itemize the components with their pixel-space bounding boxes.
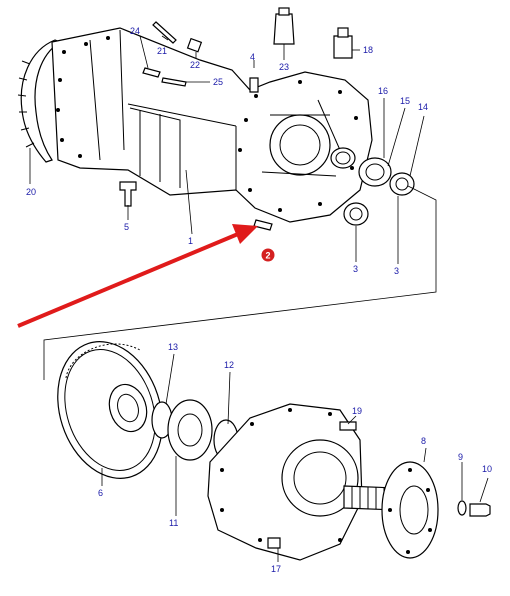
final-drive-assembly xyxy=(57,341,491,561)
assembly-connector-line xyxy=(43,185,437,380)
label-25: 25 xyxy=(213,77,223,87)
label-2: 2 xyxy=(265,251,270,261)
callout-labels: 20 5 1 24 21 22 25 4 23 18 16 15 14 3 3 … xyxy=(26,26,492,574)
label-16: 16 xyxy=(378,86,388,96)
top-small-parts xyxy=(119,7,415,231)
label-20: 20 xyxy=(26,187,36,197)
label-22: 22 xyxy=(190,60,200,70)
highlight-arrow xyxy=(17,224,258,328)
label-21: 21 xyxy=(157,46,167,56)
label-13: 13 xyxy=(168,342,178,352)
label-17: 17 xyxy=(271,564,281,574)
label-19: 19 xyxy=(352,406,362,416)
label-12: 12 xyxy=(224,360,234,370)
label-11: 11 xyxy=(169,518,178,528)
label-15: 15 xyxy=(400,96,410,106)
label-5: 5 xyxy=(124,222,129,232)
badge-2 xyxy=(261,248,275,262)
label-10: 10 xyxy=(482,464,492,474)
label-18: 18 xyxy=(363,45,373,55)
label-1: 1 xyxy=(188,236,193,246)
label-3-left: 3 xyxy=(353,264,358,274)
label-23: 23 xyxy=(279,62,289,72)
label-4: 4 xyxy=(250,52,255,62)
label-8: 8 xyxy=(421,436,426,446)
label-3-right: 3 xyxy=(394,266,399,276)
label-6: 6 xyxy=(98,488,103,498)
axle-housing-assembly xyxy=(17,27,373,223)
label-24: 24 xyxy=(130,26,140,36)
leader-lines xyxy=(29,35,489,562)
label-9: 9 xyxy=(458,452,463,462)
label-14: 14 xyxy=(418,102,428,112)
